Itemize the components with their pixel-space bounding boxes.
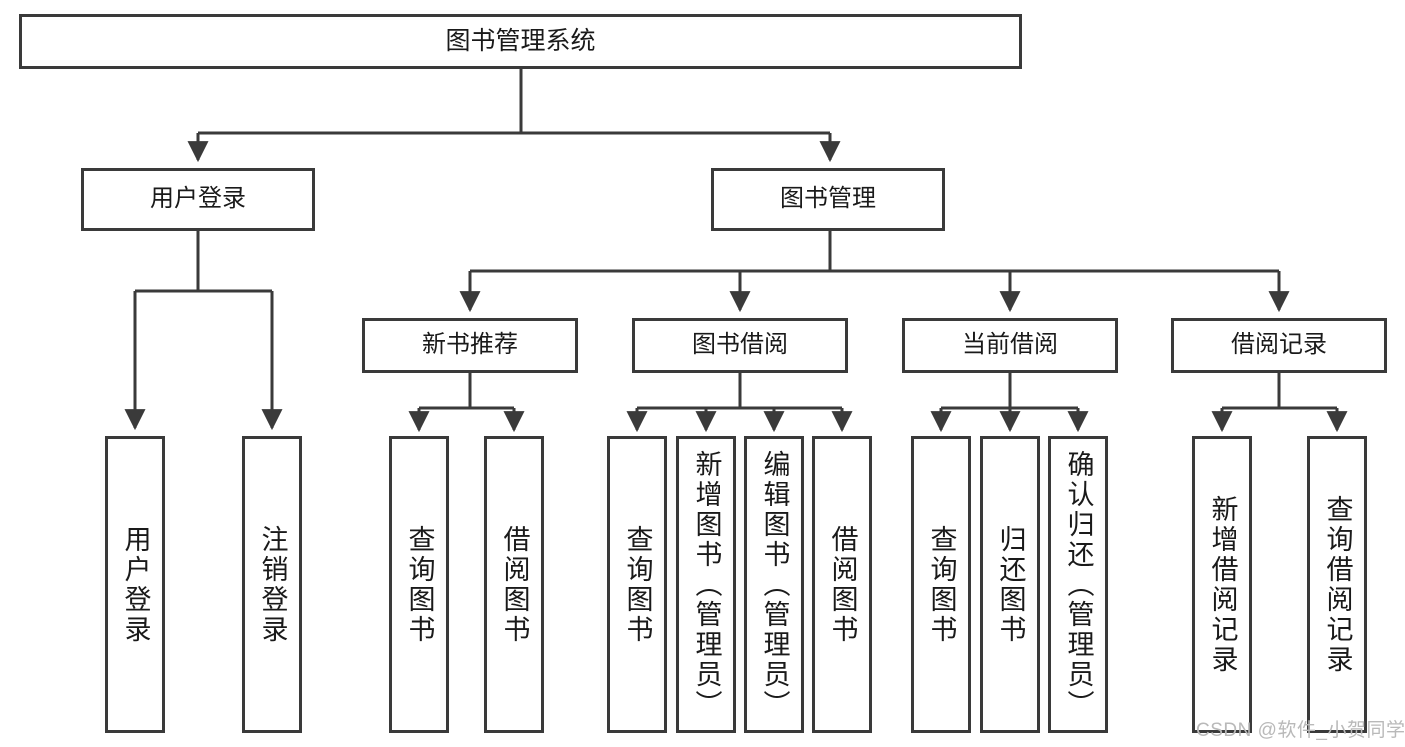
node-label: 用户登录 — [150, 185, 246, 213]
node-label: 查询图书 — [926, 524, 957, 645]
node-label: 查询图书 — [622, 524, 653, 645]
leaf-borrow-book[interactable]: 借阅图书 — [812, 436, 872, 733]
node-label: 新增借阅记录 — [1207, 494, 1238, 675]
node-label: 借阅图书 — [499, 524, 530, 645]
node-label: 图书管理 — [780, 185, 876, 213]
node-label: 新增图书（管理员） — [691, 449, 722, 720]
leaf-borrow-book-recommend[interactable]: 借阅图书 — [484, 436, 544, 733]
node-label: 用户登录 — [120, 524, 151, 645]
leaf-confirm-return-admin[interactable]: 确认归还（管理员） — [1048, 436, 1108, 733]
leaf-query-book-borrow[interactable]: 查询图书 — [607, 436, 667, 733]
leaf-query-borrow-record[interactable]: 查询借阅记录 — [1307, 436, 1367, 733]
node-label: 查询图书 — [404, 524, 435, 645]
leaf-add-borrow-record[interactable]: 新增借阅记录 — [1192, 436, 1252, 733]
node-new-book-recommend[interactable]: 新书推荐 — [362, 318, 578, 373]
node-label: 查询借阅记录 — [1322, 494, 1353, 675]
leaf-add-book-admin[interactable]: 新增图书（管理员） — [676, 436, 736, 733]
csdn-watermark: CSDN @软件_小贺同学 — [1196, 720, 1405, 741]
node-label: 图书管理系统 — [445, 26, 596, 55]
node-book-management[interactable]: 图书管理 — [711, 168, 945, 231]
leaf-logout[interactable]: 注销登录 — [242, 436, 302, 733]
node-user-login[interactable]: 用户登录 — [81, 168, 315, 231]
node-label: 新书推荐 — [422, 331, 518, 359]
node-label: 借阅图书 — [827, 524, 858, 645]
node-current-borrow[interactable]: 当前借阅 — [902, 318, 1118, 373]
node-label: 当前借阅 — [962, 331, 1058, 359]
leaf-edit-book-admin[interactable]: 编辑图书（管理员） — [744, 436, 804, 733]
leaf-query-book-current[interactable]: 查询图书 — [911, 436, 971, 733]
leaf-return-book[interactable]: 归还图书 — [980, 436, 1040, 733]
node-label: 编辑图书（管理员） — [759, 449, 790, 720]
leaf-user-login[interactable]: 用户登录 — [105, 436, 165, 733]
node-label: 图书借阅 — [692, 331, 788, 359]
node-label: 借阅记录 — [1231, 331, 1327, 359]
node-label: 注销登录 — [257, 524, 288, 645]
node-label: 归还图书 — [995, 524, 1026, 645]
node-borrow-records[interactable]: 借阅记录 — [1171, 318, 1387, 373]
node-label: 确认归还（管理员） — [1063, 449, 1094, 720]
node-root-system[interactable]: 图书管理系统 — [19, 14, 1022, 69]
node-book-borrow[interactable]: 图书借阅 — [632, 318, 848, 373]
leaf-query-book-recommend[interactable]: 查询图书 — [389, 436, 449, 733]
